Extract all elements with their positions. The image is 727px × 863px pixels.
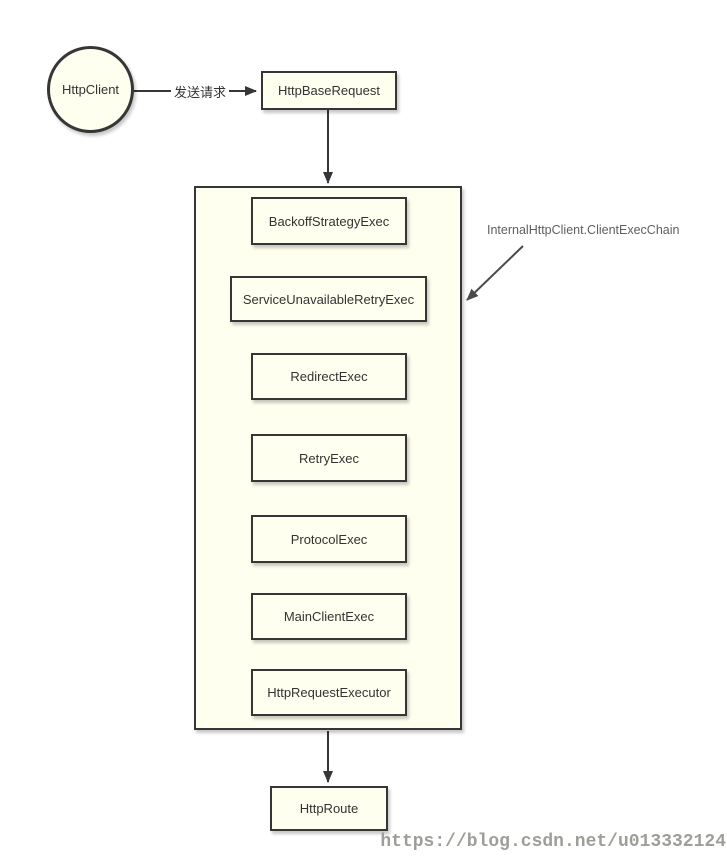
node-httpbaserequest-label: HttpBaseRequest	[278, 83, 380, 98]
chain-annotation-text: InternalHttpClient.ClientExecChain	[487, 223, 680, 237]
node-httpbaserequest: HttpBaseRequest	[261, 71, 397, 110]
chain-node-label: ServiceUnavailableRetryExec	[242, 291, 415, 307]
chain-node-backoff-strategy-exec: BackoffStrategyExec	[251, 197, 407, 245]
chain-node-main-client-exec: MainClientExec	[251, 593, 407, 640]
chain-node-retry-exec: RetryExec	[251, 434, 407, 482]
chain-node-label: HttpRequestExecutor	[267, 685, 391, 700]
chain-node-redirect-exec: RedirectExec	[251, 353, 407, 400]
node-httpclient: HttpClient	[47, 46, 134, 133]
edge-annotation-to-chain	[466, 245, 524, 301]
node-httproute-label: HttpRoute	[299, 801, 359, 816]
edge-label-text: 发送请求	[174, 85, 227, 100]
watermark-url: https://blog.csdn.net/u013332124	[380, 832, 726, 852]
chain-node-label: RedirectExec	[290, 369, 368, 384]
node-httpclient-label: HttpClient	[61, 82, 120, 97]
chain-node-http-request-executor: HttpRequestExecutor	[251, 669, 407, 716]
node-httproute: HttpRoute	[270, 786, 388, 831]
edge-label-send-request: 发送请求	[171, 81, 230, 102]
chain-node-label: RetryExec	[299, 450, 359, 466]
chain-node-label: ProtocolExec	[290, 531, 368, 547]
chain-node-label: BackoffStrategyExec	[268, 213, 390, 229]
chain-node-protocol-exec: ProtocolExec	[251, 515, 407, 563]
chain-node-service-unavailable-retry-exec: ServiceUnavailableRetryExec	[230, 276, 427, 322]
chain-annotation-label: InternalHttpClient.ClientExecChain	[487, 223, 679, 237]
chain-node-label: MainClientExec	[283, 609, 375, 624]
